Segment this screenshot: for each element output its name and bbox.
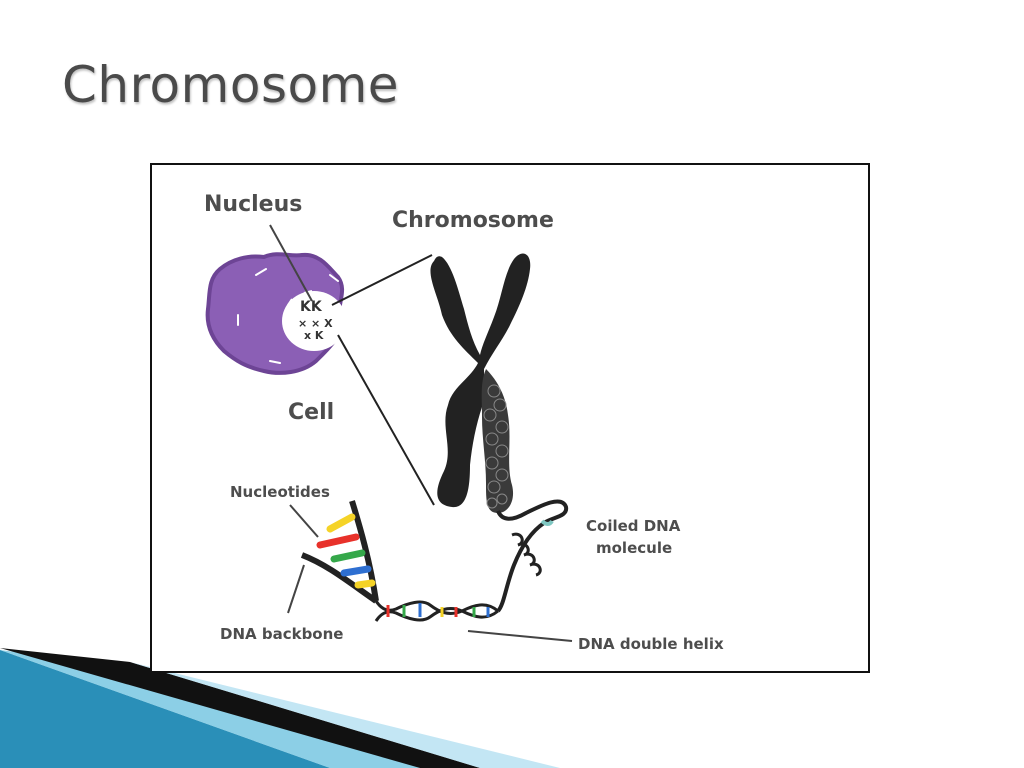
- chromosome-illustration: [430, 253, 531, 513]
- dna-double-helix-pointer: [467, 630, 573, 642]
- zoom-line-bottom: [337, 334, 435, 506]
- label-chromosome: Chromosome: [392, 208, 554, 233]
- chromosome-diagram: KK × × X x K: [150, 163, 870, 673]
- label-coiled-dna-line1: Coiled DNA: [586, 517, 681, 535]
- dna-backbone-pointer: [287, 564, 305, 614]
- label-nucleus: Nucleus: [204, 192, 302, 217]
- svg-text:KK: KK: [300, 299, 323, 315]
- nucleus-pointer: [269, 224, 313, 302]
- label-nucleotides: Nucleotides: [230, 483, 330, 501]
- svg-text:x K: x K: [304, 329, 324, 342]
- svg-text:× × X: × × X: [298, 317, 333, 330]
- coiled-dna-illustration: [496, 499, 569, 613]
- zoom-line-top: [331, 254, 433, 306]
- label-coiled-dna-line2: molecule: [596, 539, 672, 557]
- cell-illustration: KK × × X x K: [205, 252, 349, 375]
- nucleotides-pointer: [289, 504, 319, 538]
- label-dna-double-helix: DNA double helix: [578, 635, 724, 653]
- label-cell: Cell: [288, 400, 334, 425]
- dna-double-helix-illustration: [300, 500, 499, 622]
- slide-title: Chromosome: [62, 56, 400, 114]
- nucleus-illustration: KK × × X x K: [282, 290, 346, 351]
- label-dna-backbone: DNA backbone: [220, 625, 343, 643]
